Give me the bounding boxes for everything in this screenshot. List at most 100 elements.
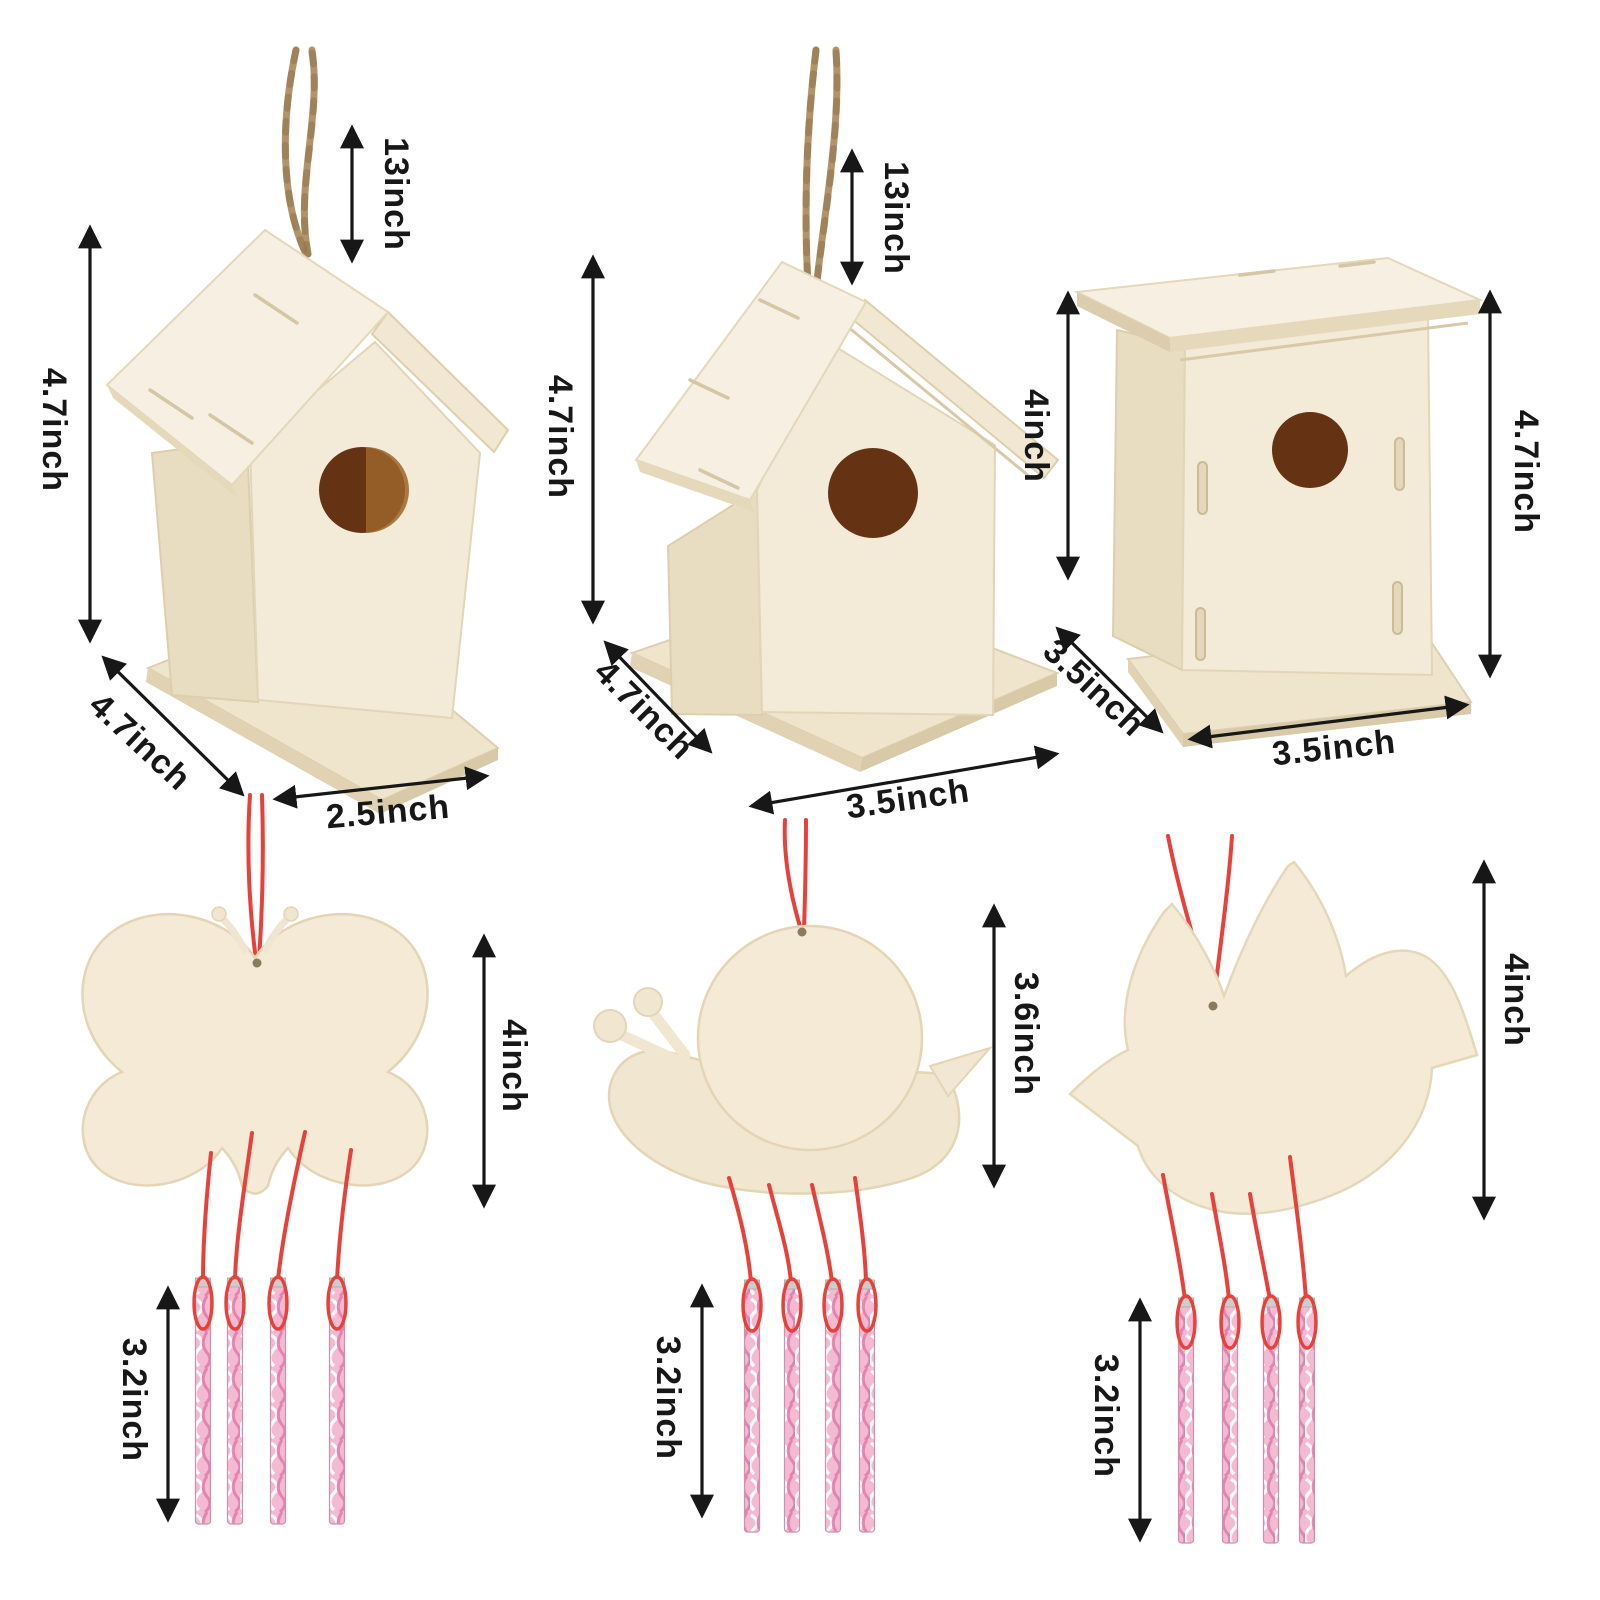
chime-tubes — [1175, 1294, 1318, 1544]
string-loop — [781, 1277, 803, 1333]
dim-label-front-height: 4inch — [1017, 389, 1055, 483]
chime-string — [201, 1151, 213, 1282]
entrance-hole — [828, 448, 918, 538]
dim-label-tube-length: 3.2inch — [649, 1336, 687, 1460]
string-loop — [1175, 1294, 1197, 1350]
string-loop — [1219, 1294, 1241, 1350]
string-loop — [326, 1275, 348, 1331]
string-loop — [856, 1277, 878, 1333]
hanging-string — [246, 793, 258, 962]
dim-label-rope: 13inch — [877, 161, 915, 275]
dim-label-tube-length: 3.2inch — [1087, 1354, 1125, 1478]
roof-edge — [1077, 292, 1170, 352]
string-loop — [1296, 1294, 1318, 1350]
dim-snail-tube: 3.2inch — [649, 1283, 714, 1519]
windchime-snail: 3.6inch 3.2inch — [593, 818, 1045, 1533]
dim-snail-height: 3.6inch — [982, 903, 1045, 1189]
windchime-butterfly: 4inch 3.2inch — [81, 793, 533, 1525]
roof-slots — [688, 298, 800, 490]
chime-tube — [1262, 1297, 1280, 1544]
side-wall — [1111, 328, 1187, 672]
roof-slots — [148, 293, 299, 445]
dim-arrow — [1187, 695, 1470, 749]
chime-tube — [328, 1277, 346, 1525]
snail-antenna-tip — [593, 1009, 627, 1043]
string-loop — [192, 1275, 214, 1331]
slot-cutout — [1197, 461, 1208, 515]
chime-string — [276, 1130, 307, 1282]
dim-house1-height: 4.7inch — [35, 224, 102, 644]
chime-string — [1210, 1192, 1231, 1302]
chime-tube — [743, 1279, 761, 1533]
chime-string — [853, 1176, 868, 1284]
dim-butterfly-tube: 3.2inch — [115, 1285, 180, 1523]
twine-rope-twist — [300, 49, 318, 258]
chime-string — [1161, 1173, 1187, 1302]
chime-string — [767, 1183, 793, 1284]
dim-house3-front-height: 4inch — [1017, 290, 1080, 581]
windchime-dove: 4inch 3.2inch — [1068, 834, 1535, 1544]
roof-edge — [636, 460, 754, 512]
twine-rope-twist — [281, 46, 310, 258]
chime-tube — [824, 1279, 842, 1533]
butterfly-cutout — [81, 912, 429, 1195]
chime-tubes — [192, 1275, 348, 1525]
slot-cutout — [1195, 607, 1206, 661]
string-hole — [797, 927, 807, 937]
dim-arrow — [603, 640, 713, 754]
snail-antenna — [646, 1006, 691, 1061]
snail-antenna-tip — [633, 987, 663, 1017]
snail-shell — [696, 924, 924, 1152]
dove-cutout — [1068, 860, 1479, 1215]
chime-tubes — [741, 1277, 878, 1533]
hanging-string — [802, 818, 808, 932]
chime-tube — [194, 1277, 212, 1525]
butterfly-antenna — [260, 915, 291, 954]
chime-tube — [858, 1279, 876, 1533]
roof-panel — [105, 228, 390, 487]
dim-label-tube-length: 3.2inch — [115, 1338, 153, 1462]
dim-label-shape-height: 3.6inch — [1007, 972, 1045, 1096]
chime-string — [810, 1183, 834, 1284]
dim-arrow — [1055, 626, 1164, 734]
chime-string — [1248, 1192, 1272, 1302]
dim-butterfly-height: 4inch — [472, 933, 533, 1209]
chime-string — [727, 1176, 753, 1284]
chime-tube — [1177, 1297, 1195, 1544]
chime-tube — [783, 1279, 801, 1533]
butterfly-antenna-tip — [283, 906, 299, 922]
slot-cutout — [1394, 437, 1405, 491]
dim-house2-height: 4.7inch — [541, 254, 605, 625]
dim-arrow — [272, 766, 490, 809]
dim-label-shape-height: 4inch — [495, 1019, 533, 1113]
chime-tube — [1221, 1297, 1239, 1544]
dim-house1-rope: 13inch — [340, 124, 415, 264]
roof-panel — [634, 260, 868, 502]
roof-slat-line — [841, 320, 1031, 479]
chime-tube — [269, 1277, 287, 1525]
chime-string — [335, 1148, 353, 1282]
hanging-string — [782, 818, 803, 932]
string-loop — [1260, 1294, 1282, 1350]
dim-arrow — [748, 745, 1060, 815]
dim-house3-back-height: 4.7inch — [1478, 289, 1545, 679]
twine-rope-twist — [810, 49, 841, 322]
dim-label-back-height: 4.7inch — [1507, 410, 1545, 534]
dim-arrow — [101, 655, 245, 797]
dim-label-rope: 13inch — [377, 137, 415, 251]
dim-label-shape-height: 4inch — [1497, 953, 1535, 1047]
string-hole — [1208, 1001, 1218, 1011]
snail-antenna — [609, 1026, 686, 1068]
string-loop — [822, 1277, 844, 1333]
butterfly-antenna-tip — [211, 906, 227, 922]
string-loop — [224, 1275, 246, 1331]
string-hole — [252, 958, 262, 968]
chime-string — [1288, 1155, 1308, 1302]
slot-cutout — [1392, 581, 1403, 635]
entrance-hole — [1272, 412, 1348, 488]
roof-slots — [1238, 260, 1376, 277]
roof-slat-line — [1179, 321, 1469, 362]
dim-label-height: 4.7inch — [541, 375, 579, 499]
roof-slat — [370, 310, 510, 454]
